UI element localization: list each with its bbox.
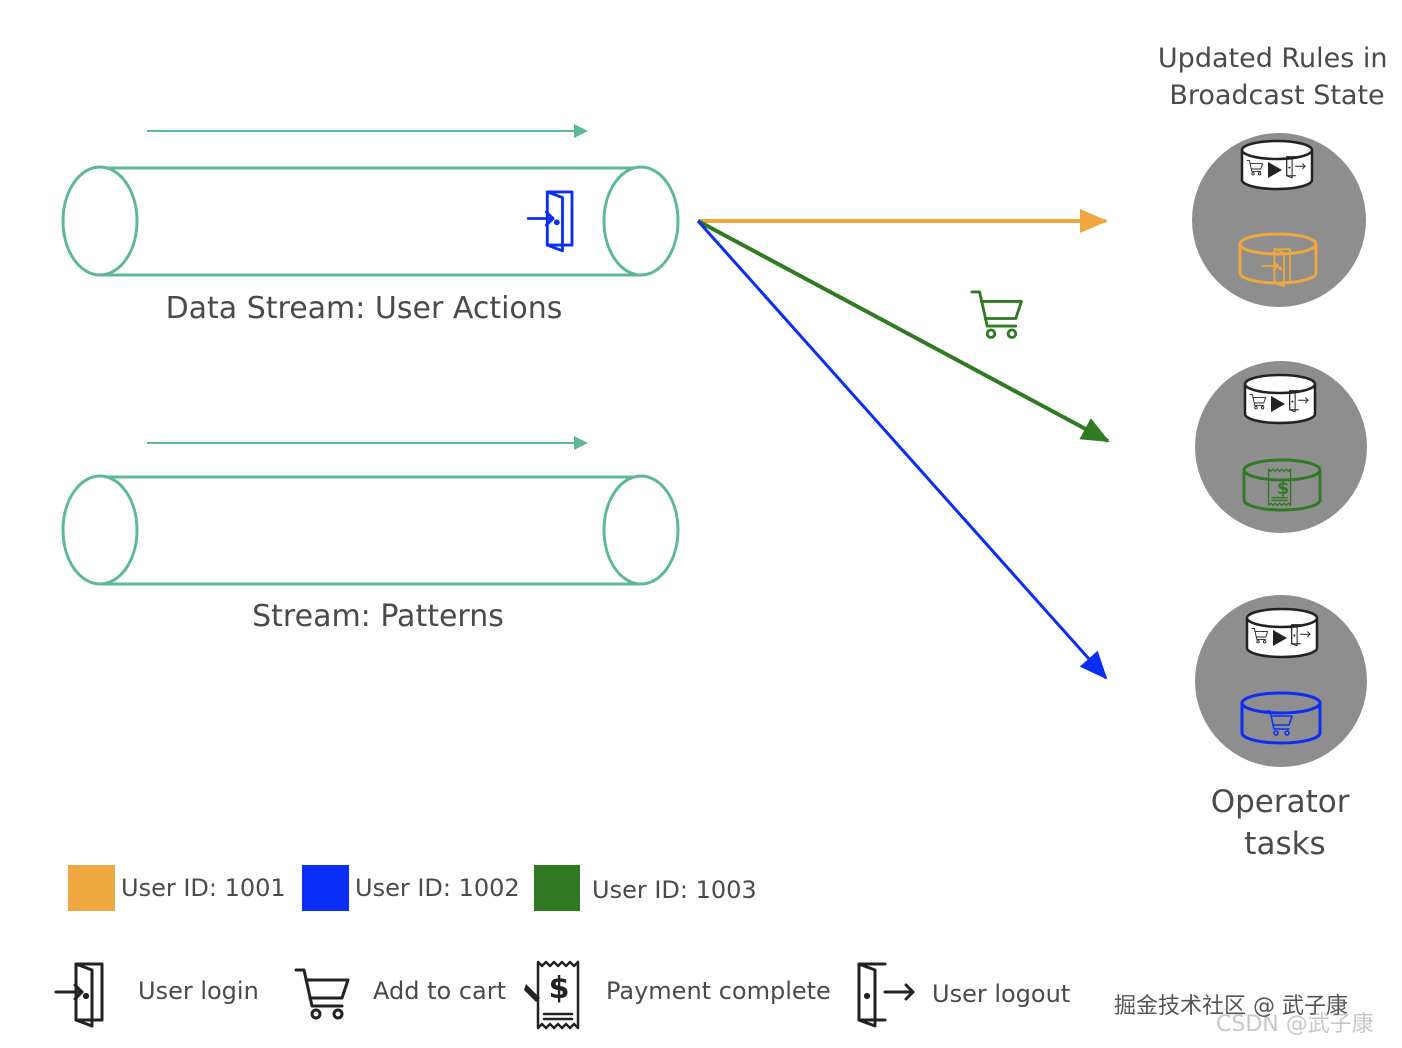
user-actions-stream-label: Data Stream: User Actions xyxy=(166,291,563,326)
legend-label: Add to cart xyxy=(373,977,506,1005)
login-icon xyxy=(54,962,104,1028)
patterns-stream xyxy=(61,436,680,586)
legend-item-user-login: User login xyxy=(54,962,259,1028)
legend-label: User ID: 1002 xyxy=(355,874,520,902)
cart-icon xyxy=(294,968,350,1020)
legend-item-user-logout: User logout xyxy=(857,962,1070,1028)
operator-task-1 xyxy=(1192,133,1366,307)
cart-icon xyxy=(970,290,1023,339)
login-icon xyxy=(526,190,574,253)
legend-swatch xyxy=(68,865,115,911)
user-actions-stream xyxy=(61,124,680,277)
legend-actions: User login Add to cart $ Payment complet… xyxy=(54,960,1070,1030)
payment-icon: $ xyxy=(524,960,580,1030)
legend-label: User ID: 1001 xyxy=(121,874,286,902)
arrow-user-1003 xyxy=(697,219,1110,443)
pipe-inlet xyxy=(61,165,139,277)
pipe-outlet xyxy=(602,165,680,277)
broadcast-state-title: Updated Rules in Broadcast State xyxy=(1158,43,1396,111)
svg-text:$: $ xyxy=(1277,478,1290,499)
legend-item-add-to-cart: Add to cart xyxy=(294,968,506,1020)
legend-label: User logout xyxy=(932,980,1070,1008)
user-state-icon-blue xyxy=(1240,691,1322,745)
legend-swatch xyxy=(534,865,580,911)
legend-item-payment-complete: $ Payment complete xyxy=(524,960,831,1030)
legend-swatch xyxy=(302,865,349,911)
operator-task-2: $ xyxy=(1195,361,1367,533)
operator-tasks-label: Operator tasks xyxy=(1211,784,1360,862)
operator-task-3 xyxy=(1195,595,1367,767)
watermark-secondary: CSDN @武子康 xyxy=(1216,1012,1374,1037)
legend-item-user-1003: User ID: 1003 xyxy=(534,865,757,911)
rules-state-icon xyxy=(1240,139,1314,191)
arrow-user-1002 xyxy=(696,220,1108,680)
svg-text:$: $ xyxy=(549,971,570,1006)
pipe-inlet xyxy=(61,474,139,586)
legend-item-user-1001: User ID: 1001 xyxy=(68,865,286,911)
patterns-stream-label: Stream: Patterns xyxy=(252,599,504,634)
watermark-primary: 掘金技术社区 @ 武子康 xyxy=(1114,994,1348,1019)
legend-label: User login xyxy=(138,977,259,1005)
rules-state-icon xyxy=(1245,607,1319,659)
rules-state-icon xyxy=(1243,373,1317,425)
user-state-icon-green: $ xyxy=(1242,458,1322,512)
logout-icon xyxy=(857,962,915,1028)
legend-users: User ID: 1001 User ID: 1002 User ID: 100… xyxy=(68,865,757,911)
legend-item-user-1002: User ID: 1002 xyxy=(302,865,520,911)
legend-label: Payment complete xyxy=(606,977,831,1005)
pipe-outlet xyxy=(602,474,680,586)
legend-label: User ID: 1003 xyxy=(592,876,757,904)
user-state-icon-orange xyxy=(1238,232,1318,288)
